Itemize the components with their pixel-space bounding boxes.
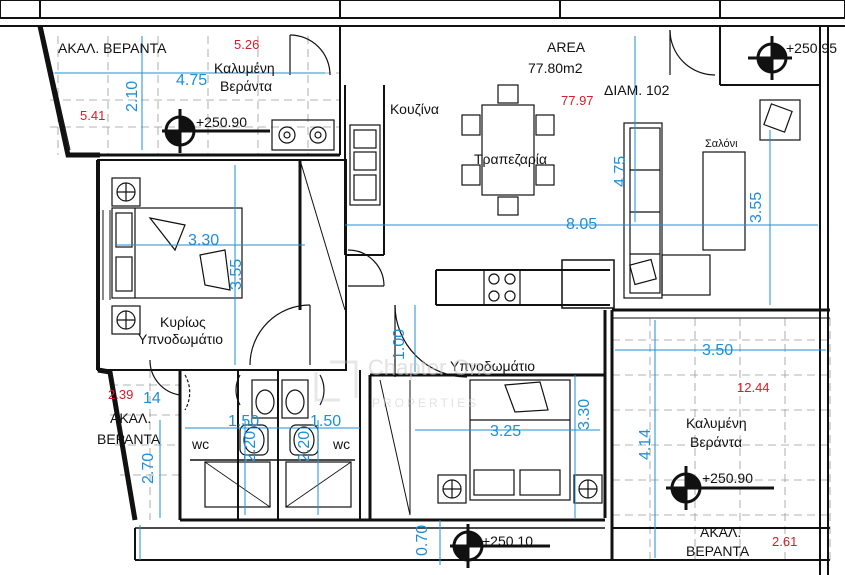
dim-bottom-gap: 0.70 xyxy=(414,524,431,556)
door-swings xyxy=(149,29,716,411)
bathroom-fixtures xyxy=(239,379,319,456)
dim-master-h: 3.55 xyxy=(228,258,245,290)
area-right-covered: 12.44 xyxy=(737,380,770,395)
watermark-logo xyxy=(314,360,358,402)
watermark-name: Chapter One xyxy=(368,355,494,380)
beds xyxy=(111,177,603,504)
dim-living-h: 4.75 xyxy=(612,155,629,187)
elevation-top-right: +250.95 xyxy=(786,40,837,56)
kalymeni-top-label-2: Βεράντα xyxy=(220,78,273,94)
area-bottom-akal: 2.61 xyxy=(772,534,798,549)
dim-top-veranda-h: 2.10 xyxy=(124,80,141,112)
level-marker-top-right xyxy=(748,36,792,80)
dim-wc-left-h: 2.20 xyxy=(242,430,259,462)
dimension-lines xyxy=(55,36,826,565)
area-top-left-veranda: 5.26 xyxy=(234,37,260,52)
dim-saloni-h: 3.55 xyxy=(748,191,765,223)
dim-top-veranda-w: 4.75 xyxy=(176,72,208,89)
kouzina-label: Κουζίνα xyxy=(390,101,439,117)
diam-label: ΔΙΑΜ. 102 xyxy=(604,82,670,98)
saloni-label: Σαλόνι xyxy=(705,138,738,150)
area-main: 77.97 xyxy=(561,93,594,108)
elevation-top-left: +250.90 xyxy=(196,114,247,130)
dim-right-veranda-w: 3.50 xyxy=(702,342,734,359)
dining-table xyxy=(461,84,555,216)
dim-left-akal-w: 14 xyxy=(143,390,161,407)
akal-left-label-2: ΒΕΡΑΝΤΑ xyxy=(97,431,161,447)
dim-wc-left-w: 1.50 xyxy=(228,413,260,430)
kyrios-label-2: Υπνοδωμάτιο xyxy=(138,331,224,347)
kyrios-label-1: Κυρίως xyxy=(160,314,206,330)
wc-left-label: wc xyxy=(192,436,210,452)
akal-left-label-1: ΑΚΑΛ. xyxy=(110,410,152,426)
kalymeni-top-label-1: Καλυμένη xyxy=(214,60,275,76)
veranda-tile-grid xyxy=(50,36,831,560)
dim-left-akal-h: 2.70 xyxy=(140,452,157,484)
dim-bedroom-h: 3.30 xyxy=(576,398,593,430)
area-value: 77.80m2 xyxy=(528,60,583,76)
dim-living-w: 8.05 xyxy=(566,216,598,233)
dim-bedroom-w: 3.25 xyxy=(490,423,522,440)
elevation-right: +250.90 xyxy=(702,470,753,486)
area-left-akal: 2.39 xyxy=(108,387,134,402)
watermark-sub: PROPERTIES xyxy=(372,396,480,410)
level-marker-bottom xyxy=(450,524,550,568)
level-marker-top-left xyxy=(162,109,270,153)
kalymeni-br-label-1: Καλυμένη xyxy=(686,415,747,431)
trapezaria-label: Τραπεζαρία xyxy=(474,151,548,167)
kalymeni-br-label-2: Βεράντα xyxy=(690,434,743,450)
akal-veranta-top-label: ΑΚΑΛ. ΒΕΡΑΝΤΑ xyxy=(58,40,167,56)
level-marker-right xyxy=(666,466,774,510)
area-label: AREA xyxy=(547,39,586,55)
elevation-bottom: +250.10 xyxy=(482,533,533,549)
dim-wc-right-w: 1.50 xyxy=(310,413,342,430)
dim-master-w: 3.30 xyxy=(188,232,220,249)
dim-right-veranda-h: 4.14 xyxy=(637,428,654,460)
ypnodomatio-label: Υπνοδωμάτιο xyxy=(450,358,536,374)
wc-right-label: wc xyxy=(333,436,351,452)
dim-wc-right-h: 2.20 xyxy=(296,430,313,462)
akal-bottom-label-1: ΑΚΑΛ. xyxy=(700,524,742,540)
living-furniture xyxy=(623,99,801,299)
level-markers xyxy=(162,36,792,568)
area-left-veranda: 5.41 xyxy=(80,108,106,123)
akal-bottom-label-2: ΒΕΡΑΝΤΑ xyxy=(686,543,750,559)
kitchen-fixtures xyxy=(271,119,521,306)
